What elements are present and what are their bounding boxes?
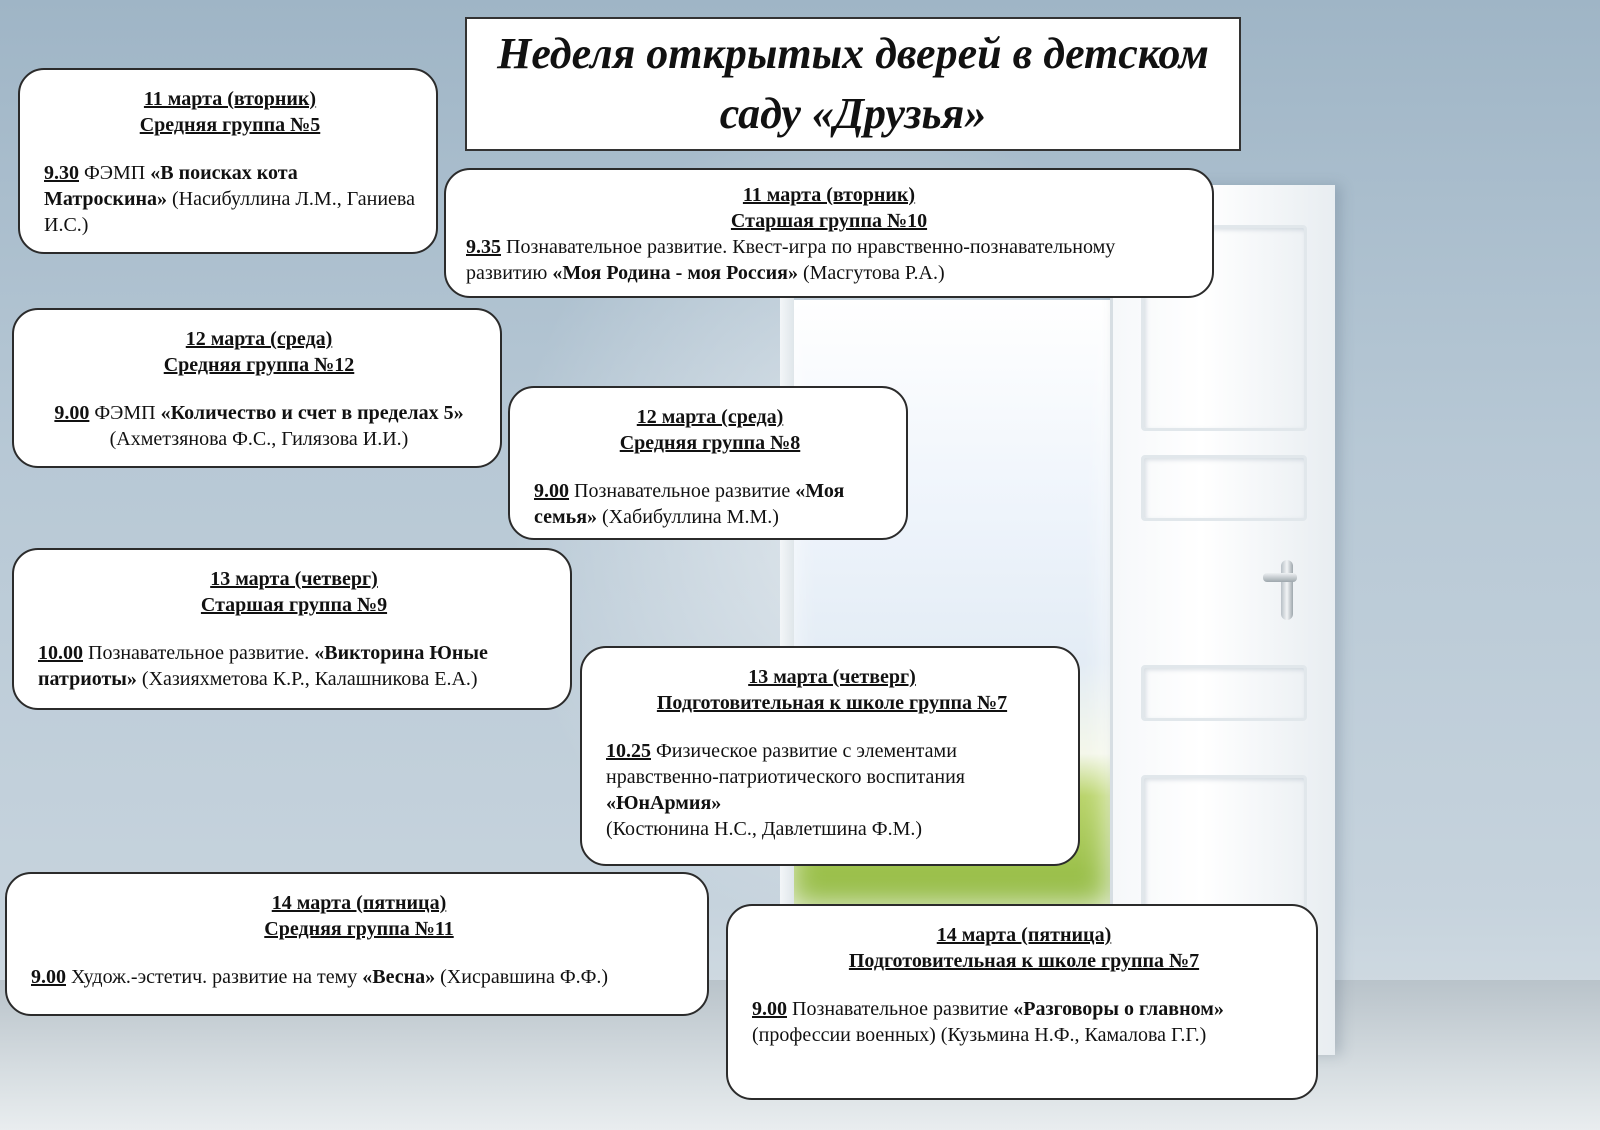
event-time: 9.00 [534, 480, 569, 502]
event-title: «ЮнАрмия» [606, 792, 722, 814]
event-description: 9.00 Худож.-эстетич. развитие на тему «В… [31, 964, 687, 990]
event-type: ФЭМП [79, 162, 151, 184]
event-description: 9.00 Познавательное развитие «Разговоры … [752, 996, 1296, 1048]
event-group: Старшая группа №9 [200, 594, 388, 616]
event-group: Старшая группа №10 [730, 210, 928, 232]
event-group: Подготовительная к школе группа №7 [656, 692, 1008, 714]
event-title: «В поисках кота Матроскина» [44, 162, 298, 210]
event-description: 10.00 Познавательное развитие. «Викторин… [38, 640, 550, 692]
event-date: 12 марта (среда) [185, 328, 333, 350]
event-group: Средняя группа №11 [264, 918, 454, 940]
event-description: 9.30 ФЭМП «В поисках кота Матроскина» (Н… [44, 160, 416, 238]
event-title: «Моя Родина - моя Россия» [552, 262, 798, 284]
event-time: 10.25 [606, 740, 651, 762]
event-title: «Моя семья» [534, 480, 845, 528]
event-card-mar12-group8: 12 марта (среда) Средняя группа №8 9.00 … [508, 386, 908, 540]
event-time: 9.35 [466, 236, 501, 258]
event-group: Средняя группа №8 [619, 432, 801, 454]
event-date: 11 марта (вторник) [742, 184, 916, 206]
door-inset-lower [1141, 665, 1307, 721]
event-date: 13 марта (четверг) [748, 666, 916, 688]
event-type: ФЭМП [89, 402, 161, 424]
event-time: 9.00 [54, 402, 90, 424]
event-group: Средняя группа №12 [163, 354, 355, 376]
door-inset-top [1141, 225, 1307, 431]
event-staff: (Костюнина Н.С., Давлетшина Ф.М.) [606, 818, 923, 840]
door-inset-middle [1141, 455, 1307, 521]
event-staff: (Хабибуллина М.М.) [597, 506, 779, 528]
title-box: Неделя открытых дверей в детском саду «Д… [465, 17, 1241, 151]
event-card-mar12-group12: 12 марта (среда) Средняя группа №12 9.00… [12, 308, 502, 468]
door-lever-icon [1263, 573, 1297, 582]
event-type: Познавательное развитие. [83, 642, 315, 664]
event-type: Худож.-эстетич. развитие на тему [66, 966, 363, 988]
event-staff: (Хазияхметова К.Р., Калашникова Е.А.) [136, 668, 478, 690]
event-date: 11 марта (вторник) [143, 88, 317, 110]
event-time: 9.00 [752, 998, 787, 1020]
event-description: 10.25 Физическое развитие с элементами н… [606, 738, 1058, 842]
event-description: 9.00 ФЭМП «Количество и счет в пределах … [38, 400, 480, 452]
event-card-mar13-group7: 13 марта (четверг) Подготовительная к шк… [580, 646, 1080, 866]
page-title: Неделя открытых дверей в детском саду «Д… [497, 29, 1209, 138]
event-date: 12 марта (среда) [636, 406, 784, 428]
door-handle-icon [1281, 560, 1293, 620]
event-type: Познавательное развитие. Квест-игра по н… [466, 236, 1116, 284]
event-time: 9.30 [44, 162, 79, 184]
event-title: «Весна» [362, 966, 436, 988]
event-date: 14 марта (пятница) [936, 924, 1112, 946]
event-description: 9.00 Познавательное развитие «Моя семья»… [534, 478, 886, 530]
event-group: Средняя группа №5 [139, 114, 321, 136]
event-title: «Количество и счет в пределах 5» [160, 402, 464, 424]
event-title: «Разговоры о главном» [1013, 998, 1224, 1020]
event-date: 13 марта (четверг) [210, 568, 378, 590]
event-title: «Викторина Юные патриоты» [38, 642, 488, 690]
event-description: 9.35 Познавательное развитие. Квест-игра… [466, 234, 1192, 286]
event-time: 10.00 [38, 642, 83, 664]
event-staff: (Масгутова Р.А.) [797, 262, 945, 284]
event-card-mar13-group9: 13 марта (четверг) Старшая группа №9 10.… [12, 548, 572, 710]
event-date: 14 марта (пятница) [271, 892, 447, 914]
event-staff: (Насибуллина Л.М., Ганиева И.С.) [44, 188, 415, 236]
event-staff: (профессии военных) (Кузьмина Н.Ф., Кама… [752, 1024, 1207, 1046]
event-card-mar11-group10: 11 марта (вторник) Старшая группа №10 9.… [444, 168, 1214, 298]
event-type: Познавательное развитие [787, 998, 1014, 1020]
event-type: Физическое развитие с элементами нравств… [606, 740, 965, 788]
event-time: 9.00 [31, 966, 66, 988]
event-card-mar14-group7: 14 марта (пятница) Подготовительная к шк… [726, 904, 1318, 1100]
event-type: Познавательное развитие [569, 480, 796, 502]
event-card-mar14-group11: 14 марта (пятница) Средняя группа №11 9.… [5, 872, 709, 1016]
event-staff: (Ахметзянова Ф.С., Гилязова И.И.) [109, 428, 409, 450]
event-group: Подготовительная к школе группа №7 [848, 950, 1200, 972]
event-card-mar11-group5: 11 марта (вторник) Средняя группа №5 9.3… [18, 68, 438, 254]
event-staff: (Хисравшина Ф.Ф.) [435, 966, 609, 988]
